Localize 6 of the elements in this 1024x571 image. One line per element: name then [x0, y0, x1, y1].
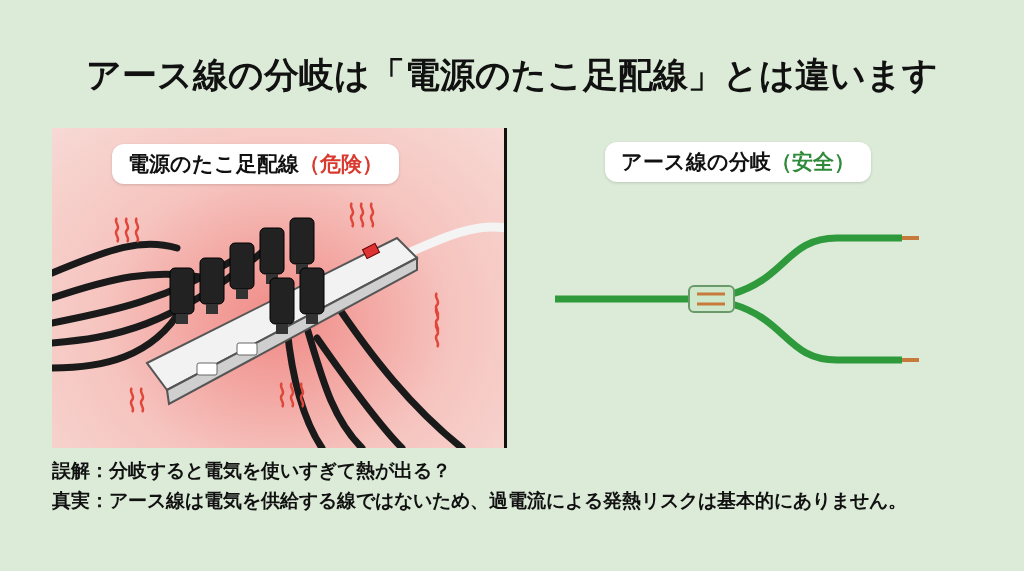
panel-heading: アース線の分岐（安全） — [605, 142, 871, 182]
note-text: 真実：アース線は電気を供給する線ではないため、過電流による発熱リスクは基本的にありません。 — [52, 488, 907, 513]
danger-panel — [52, 128, 507, 448]
note-text: 誤解：分岐すると電気を使いすぎて熱が出る？ — [52, 458, 451, 483]
panel-heading: 電源のたこ足配線（危険） — [112, 144, 399, 184]
title: アース線の分岐は「電源のたこ足配線」とは違います — [85, 54, 939, 97]
